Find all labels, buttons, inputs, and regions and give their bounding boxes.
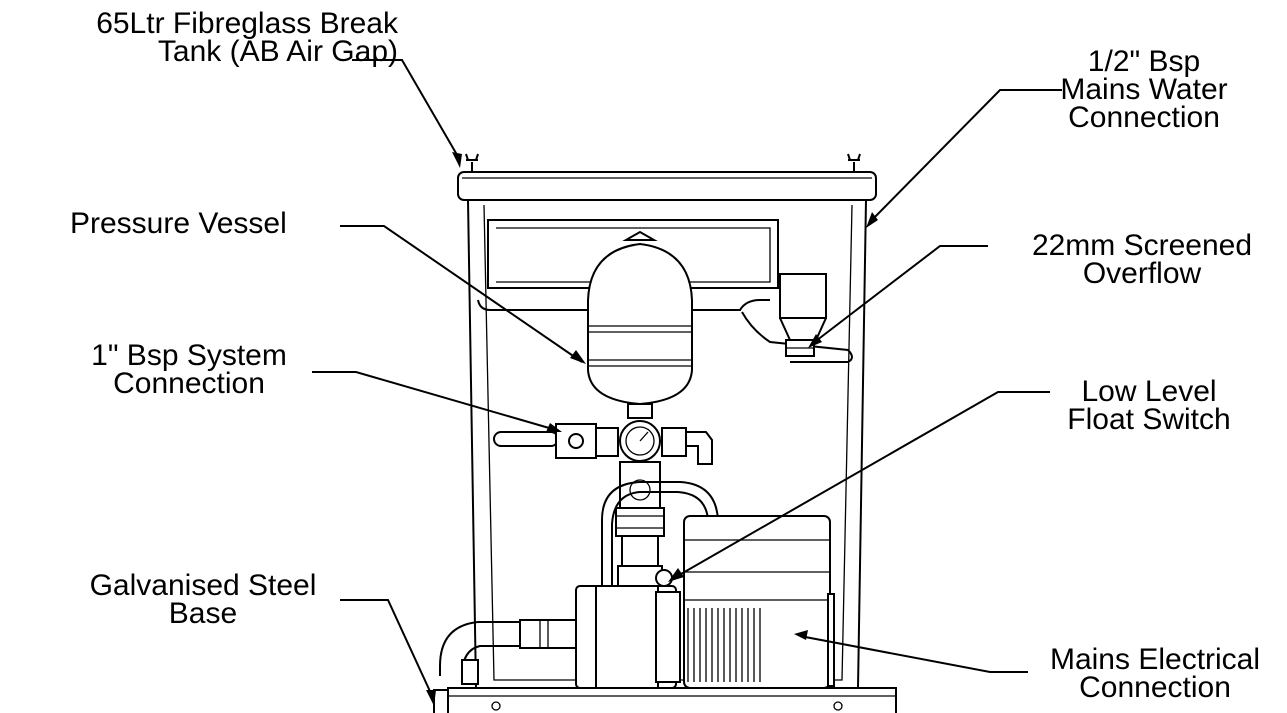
label-system-connection-line1: 1" Bsp System	[91, 339, 287, 372]
label-float-switch-line2: Float Switch	[1067, 403, 1231, 436]
label-pressure-vessel: Pressure Vessel	[70, 207, 287, 240]
label-overflow: 22mm Screened Overflow	[1000, 229, 1284, 290]
valve-manifold	[493, 420, 719, 589]
label-break-tank: 65Ltr Fibreglass Break Tank (AB Air Gap)	[14, 7, 398, 68]
label-pressure-vessel-line1: Pressure Vessel	[70, 207, 287, 240]
label-mains-water-line3: Connection	[1068, 101, 1220, 134]
label-mains-water-line1: 1/2" Bsp	[1087, 45, 1201, 78]
label-mains-water: 1/2" Bsp Mains Water Connection	[1030, 45, 1258, 134]
label-system-connection: 1" Bsp System Connection	[60, 339, 318, 400]
label-electrical: Mains Electrical Connection	[1024, 643, 1286, 704]
label-steel-base-line2: Base	[168, 597, 238, 630]
tank-body	[467, 199, 867, 689]
pressure-vessel	[587, 230, 693, 419]
label-overflow-line2: Overflow	[1082, 257, 1202, 290]
label-break-tank-line2: Tank (AB Air Gap)	[157, 35, 398, 68]
label-electrical-line2: Connection	[1079, 671, 1231, 704]
tank-lid	[457, 153, 877, 201]
label-mains-water-line2: Mains Water	[1060, 73, 1228, 106]
label-steel-base: Galvanised Steel Base	[60, 569, 346, 630]
arrowheads	[426, 152, 878, 706]
label-overflow-line1: 22mm Screened	[1031, 229, 1253, 262]
label-break-tank-line1: 65Ltr Fibreglass Break	[96, 7, 398, 40]
label-float-switch-line1: Low Level	[1081, 375, 1217, 408]
label-float-switch: Low Level Float Switch	[1036, 375, 1262, 436]
pump	[439, 515, 835, 689]
label-system-connection-line2: Connection	[113, 367, 265, 400]
leader-lines	[312, 59, 1062, 701]
label-steel-base-line1: Galvanised Steel	[89, 569, 317, 602]
label-electrical-line1: Mains Electrical	[1049, 643, 1261, 676]
steel-base	[433, 687, 897, 713]
